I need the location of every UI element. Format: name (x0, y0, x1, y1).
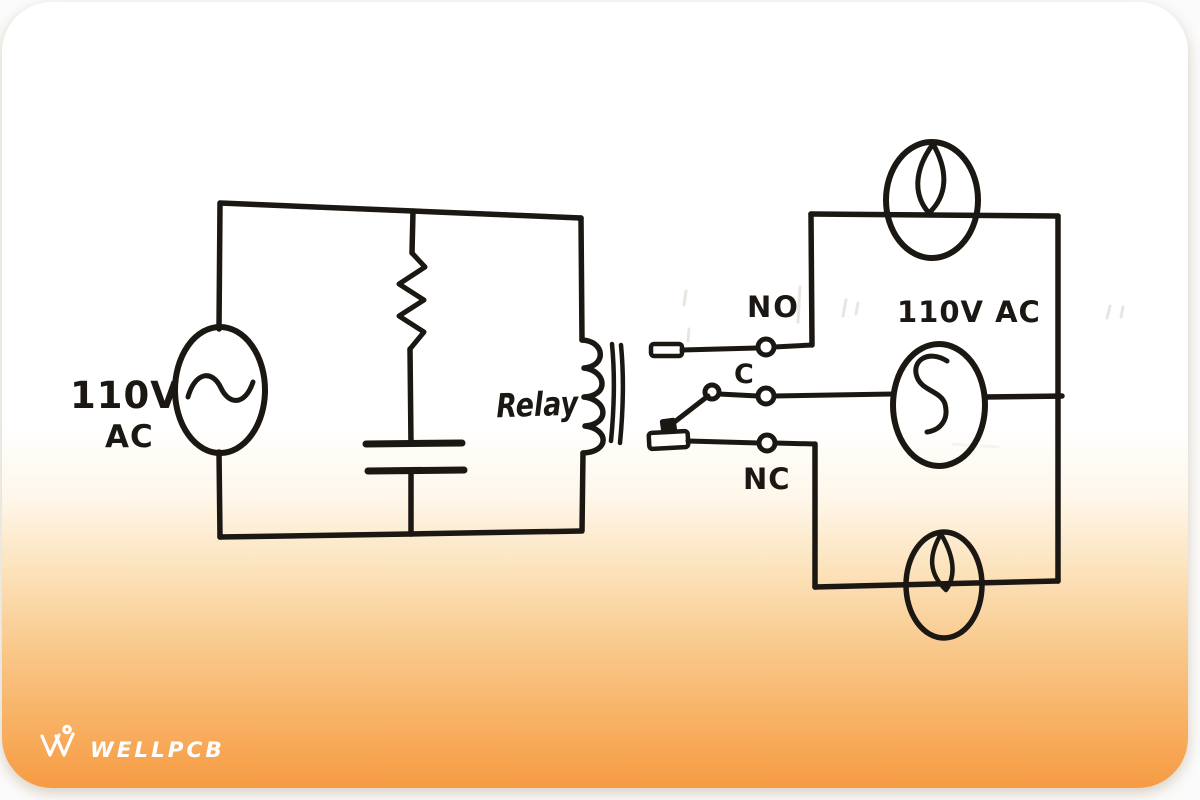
smudge-mark (1105, 304, 1112, 320)
common-wire-3 (982, 393, 1065, 400)
capacitor-plate-bottom (364, 466, 468, 475)
common-wire (716, 391, 761, 399)
w-icon-dot (62, 724, 72, 735)
resistor (396, 250, 428, 352)
wire-branch-top (409, 208, 416, 256)
diagram-labels: 110V AC Relay NO C NC 110V AC (70, 290, 1041, 496)
wire-left-top (216, 201, 223, 332)
smudge-mark (854, 301, 860, 316)
smudge-mark (1119, 305, 1125, 319)
smudge-mark (796, 285, 802, 324)
ac-sine-symbol (185, 373, 256, 403)
output-voltage-label: 110V AC (897, 295, 1041, 329)
wire-coil-to-bottom (579, 450, 586, 534)
no-riser-wire (808, 211, 815, 348)
lamp-top-filament-lens (915, 141, 947, 216)
input-voltage-label-line2: AC (105, 419, 154, 455)
relay-label: Relay (496, 383, 581, 425)
wire-right-top (578, 215, 585, 343)
common-wire-2 (771, 391, 897, 399)
nc-wire-2 (772, 440, 818, 447)
no-wire (679, 345, 760, 353)
bottom-wire-right-circuit (812, 578, 1061, 590)
w-icon-left-v (40, 733, 61, 757)
input-voltage-label-line1: 110V (70, 374, 180, 417)
top-wire-right-circuit (808, 211, 1061, 219)
load-circuit (808, 139, 1065, 641)
w-icon-right-v (54, 732, 75, 757)
relay-core-line-1 (608, 341, 617, 444)
lamp-bottom-filament-lens (929, 531, 955, 593)
common-label: C (734, 359, 754, 390)
smudge-mark (682, 289, 688, 307)
ac-output-source-circle (890, 341, 988, 469)
smudge-mark (841, 298, 848, 318)
no-terminal-pad (648, 341, 685, 359)
smudge-mark (686, 327, 691, 343)
coil-circuit (172, 200, 626, 540)
capacitor-plate-top (362, 439, 466, 448)
wire-resistor-to-capacitor (407, 346, 414, 447)
ac-output-sine-symbol (913, 353, 950, 435)
nc-label: NC (743, 462, 791, 496)
wire-left-bottom (216, 449, 223, 540)
paper-smudges (682, 285, 1125, 449)
relay-contacts (646, 336, 897, 454)
brand-logo: WELLPCB (40, 724, 225, 763)
bottom-wire-left-circuit (217, 528, 584, 540)
lamp-bottom-circle (903, 529, 985, 641)
wellpcb-w-icon (40, 724, 75, 757)
relay-core-line-2 (617, 342, 626, 446)
no-label: NO (747, 290, 800, 324)
top-wire-left-circuit (217, 200, 584, 221)
nc-terminal-pad (646, 428, 691, 452)
relay-coil (579, 337, 606, 456)
brand-name-text: WELLPCB (90, 738, 225, 763)
no-wire-2 (771, 342, 815, 350)
lamp-top-circle (883, 139, 981, 261)
nc-wire (685, 438, 762, 446)
